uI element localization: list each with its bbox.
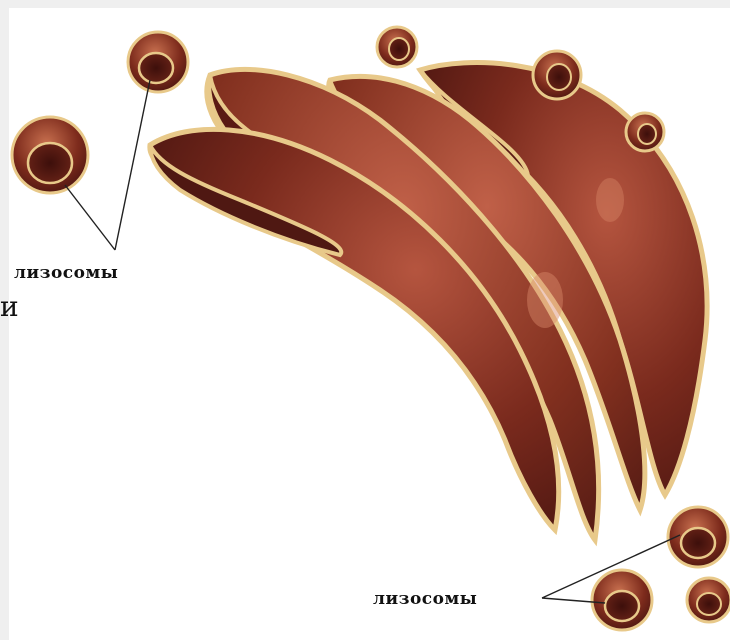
leader-line	[65, 185, 115, 250]
lysosome-vesicle	[687, 578, 730, 622]
highlight	[596, 178, 624, 222]
lysosomes-label-bottom: лизосомы	[373, 589, 477, 609]
highlight	[527, 272, 563, 328]
vesicle	[533, 51, 581, 99]
lysosomes-label-top: лизосомы	[14, 263, 118, 283]
cropped-edge-text: и	[0, 290, 19, 323]
vesicle	[377, 27, 417, 67]
vesicle	[626, 113, 664, 151]
lysosome-vesicle	[12, 117, 88, 193]
lysosome-vesicle	[128, 32, 188, 92]
lysosome-vesicle	[592, 570, 652, 630]
leader-line	[115, 80, 150, 250]
